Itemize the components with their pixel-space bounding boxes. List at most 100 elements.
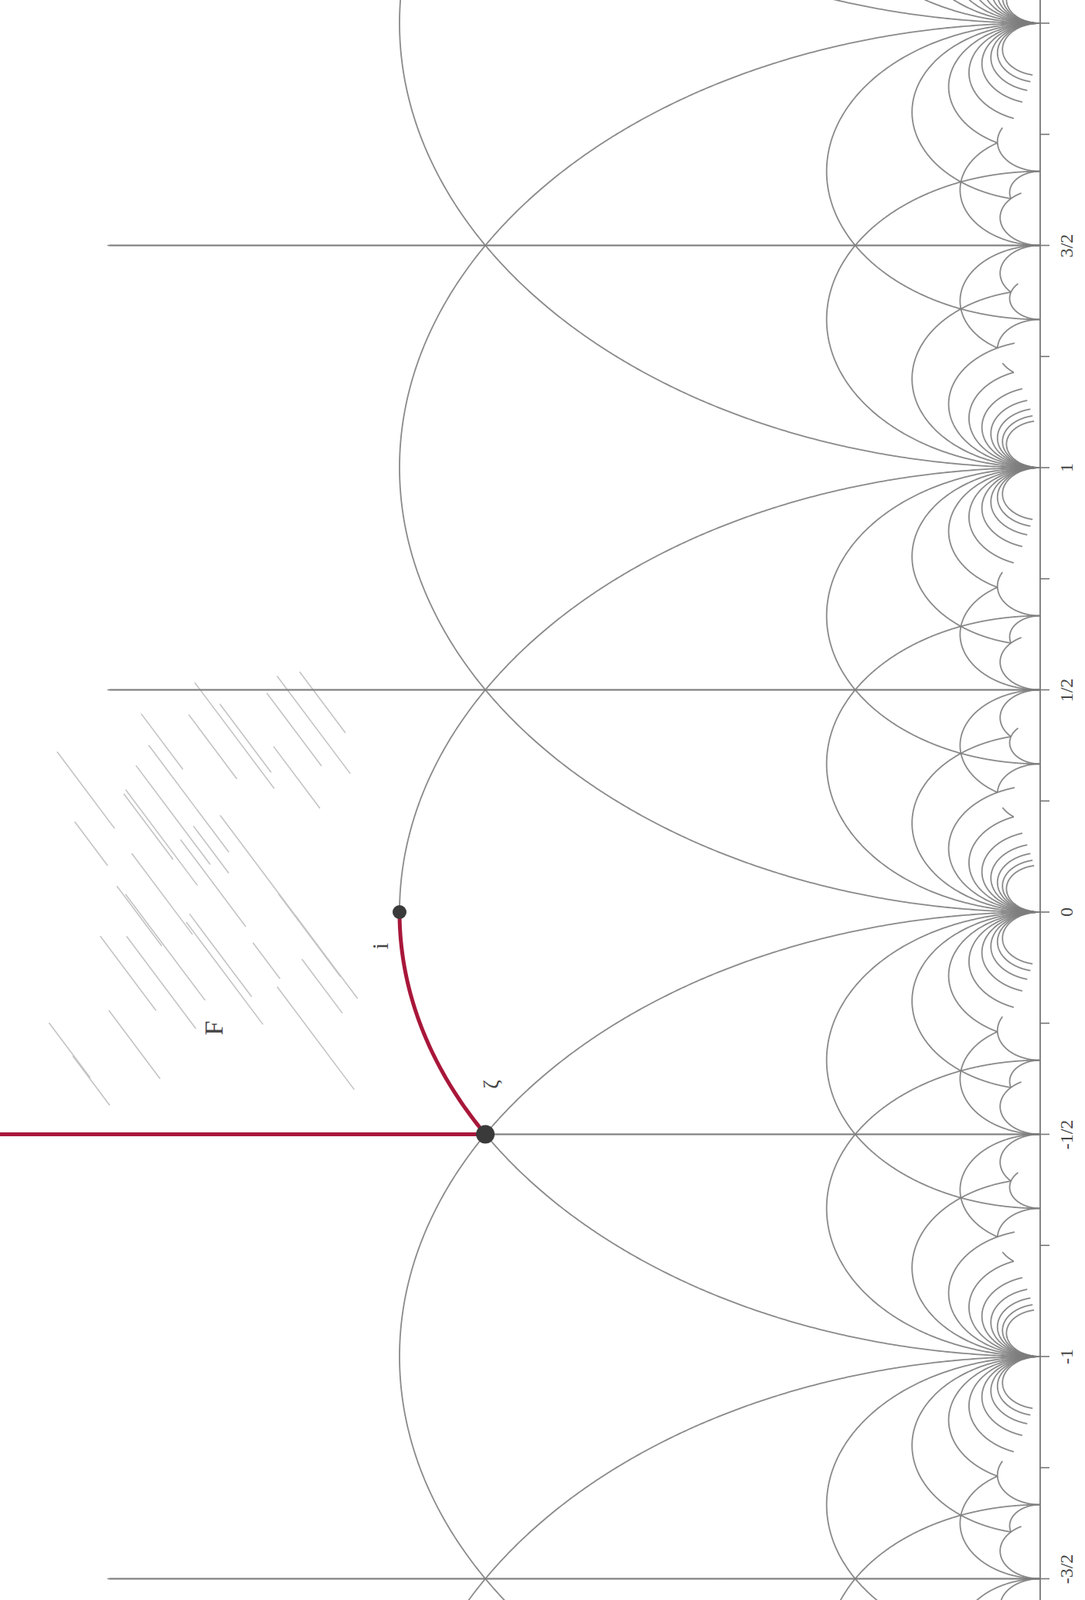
tessellation-edge [960,181,991,194]
axis-label: 1/2 [1055,675,1078,705]
tessellation-edge [399,911,486,1135]
tessellation-edge [1002,23,1040,75]
hatch-stroke [190,914,252,997]
hatch-stroke [126,936,196,1029]
tessellation-edge [960,753,1041,765]
tessellation-edge [826,1578,1041,1600]
tessellation-edge [485,244,720,247]
tessellation-edge [720,244,856,247]
hatch-stroke [74,822,108,866]
hatch-stroke [57,751,115,828]
axis-label: -3/2 [1055,1551,1078,1587]
hatch-stroke [108,1010,160,1079]
tessellation-edge [959,1134,1041,1198]
axis-tick [1040,1022,1050,1024]
tessellation-edge [990,1180,1011,1186]
axis-label: 1 [1055,460,1078,475]
tessellation-edge [976,778,998,793]
tessellation-edge [911,181,961,201]
tessellation-edge [399,1356,486,1579]
tessellation-edge [485,689,720,691]
hatch-stroke [189,714,238,779]
tessellation-edge [1010,292,1041,320]
point-label: ζ [479,1077,504,1092]
tessellation-edge [399,1578,486,1600]
tessellation-edge [1010,1081,1021,1088]
tessellation-edge [959,690,1041,754]
tessellation-edge [1010,1060,1041,1088]
tessellation-edge [1010,637,1021,643]
tessellation-edge [960,296,991,310]
tessellation-edge [855,245,913,291]
tessellation-edge [959,625,1041,690]
hatch-stroke [186,922,262,1024]
tessellation-edge [911,1514,961,1534]
tessellation-edge [1010,193,1021,199]
axis-tick [1040,133,1050,136]
hatch-stroke [125,789,198,885]
tessellation-edge [855,1578,913,1600]
tessellation-edge [999,642,1041,691]
tessellation-edge [399,0,486,24]
tessellation-edge [911,1197,1040,1357]
tessellation-edge [982,1356,1041,1436]
hatch-stroke [100,936,157,1011]
tessellation-edge [997,1231,1015,1237]
hatch-stroke [267,693,322,766]
tessellation-edge [997,763,1041,793]
tessellation-edge [990,23,1040,91]
hatch-stroke [180,840,246,927]
tessellation-edge [948,911,1041,1032]
tessellation-edge [911,289,961,310]
hatch-stroke [194,683,274,789]
tessellation-edge [997,1460,1004,1477]
tessellation-edge [911,1356,1040,1515]
tessellation-edge [960,753,977,779]
tessellation-edge [911,753,1040,912]
tessellation-edge [485,1578,1040,1600]
tessellation-edge [855,1089,913,1135]
axis-tick [1040,578,1050,580]
tessellation-edge [485,245,1040,469]
tessellation-edge [1010,1180,1041,1208]
tessellation-edge [990,292,1011,297]
tessellation-edge [990,1082,1011,1088]
boundary-path [0,911,486,1135]
tessellation-edge [911,734,961,754]
tessellation-edge [997,1016,1004,1032]
tessellation-edge [969,816,1041,912]
tessellation-edge [485,1578,720,1580]
hatch-stroke [220,704,272,773]
tessellation-edge [1010,736,1041,764]
tessellation-edge [976,1223,998,1238]
tessellation-edge [855,1578,1041,1580]
tessellation-edge [960,625,991,639]
axis-tick [1040,911,1050,913]
tessellation-edge [997,571,1004,588]
tessellation-edge [855,645,913,691]
tessellation-edge [948,467,1041,588]
tessellation-edge [485,1134,1040,1358]
tessellation-edge [1002,807,1014,817]
tessellation-edge [976,142,998,157]
marked-points [392,904,495,1144]
tessellation-edge [485,690,1040,913]
tessellation-edge [976,587,998,602]
tessellation-edge [969,467,1041,563]
tessellation-edge [399,467,486,691]
axis-tick [1040,1466,1050,1469]
tessellation-edge [997,319,1041,348]
tessellation-edge [982,833,1041,912]
tessellation-edge [948,23,1041,143]
tessellation-edge [960,1197,1041,1209]
tessellation-edge [997,1031,1041,1061]
tessellation-edge [1002,363,1014,373]
tessellation-edge [485,1356,1040,1579]
tessellation-edge [826,467,1041,691]
tessellation-edge [999,1531,1041,1579]
tessellation-edge [969,1356,1041,1452]
tessellation-edge [1010,171,1041,199]
tessellation-edge [399,23,486,246]
hatch-stroke [125,894,205,1000]
tessellation-edge [1010,1172,1018,1181]
